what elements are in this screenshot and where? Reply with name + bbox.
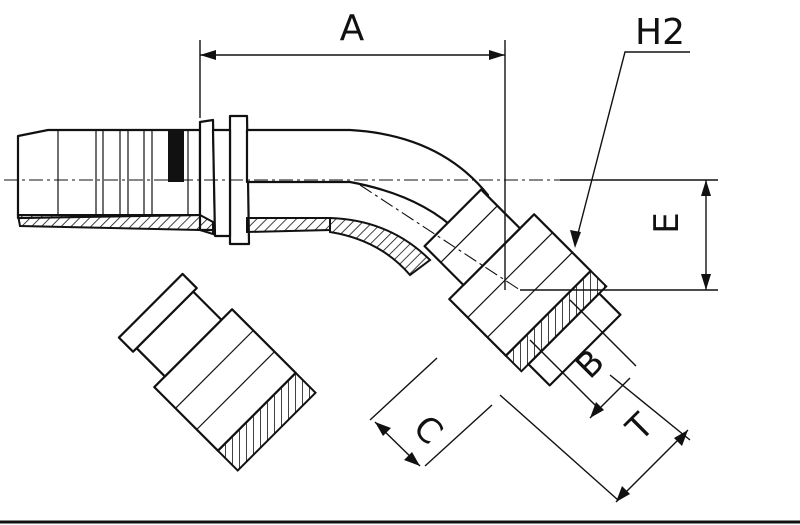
dimension-T [499, 374, 691, 503]
tube-section-hatch [246, 217, 331, 234]
dimension-E [520, 179, 718, 291]
label-C: C [405, 408, 450, 453]
dimension-A [199, 40, 506, 290]
collar-flanges [198, 114, 251, 246]
label-A: A [340, 8, 365, 49]
label-H2: H2 [635, 12, 685, 53]
knurled-ring [168, 130, 184, 182]
bent-centerline [359, 184, 521, 291]
dimension-C [369, 357, 493, 467]
tail-section-hatch [16, 214, 214, 236]
detached-nut-view [117, 272, 317, 472]
label-E: E [647, 212, 687, 233]
hose-tail-body [16, 128, 202, 220]
bent-tube [245, 128, 490, 277]
dimension-B [529, 299, 637, 419]
